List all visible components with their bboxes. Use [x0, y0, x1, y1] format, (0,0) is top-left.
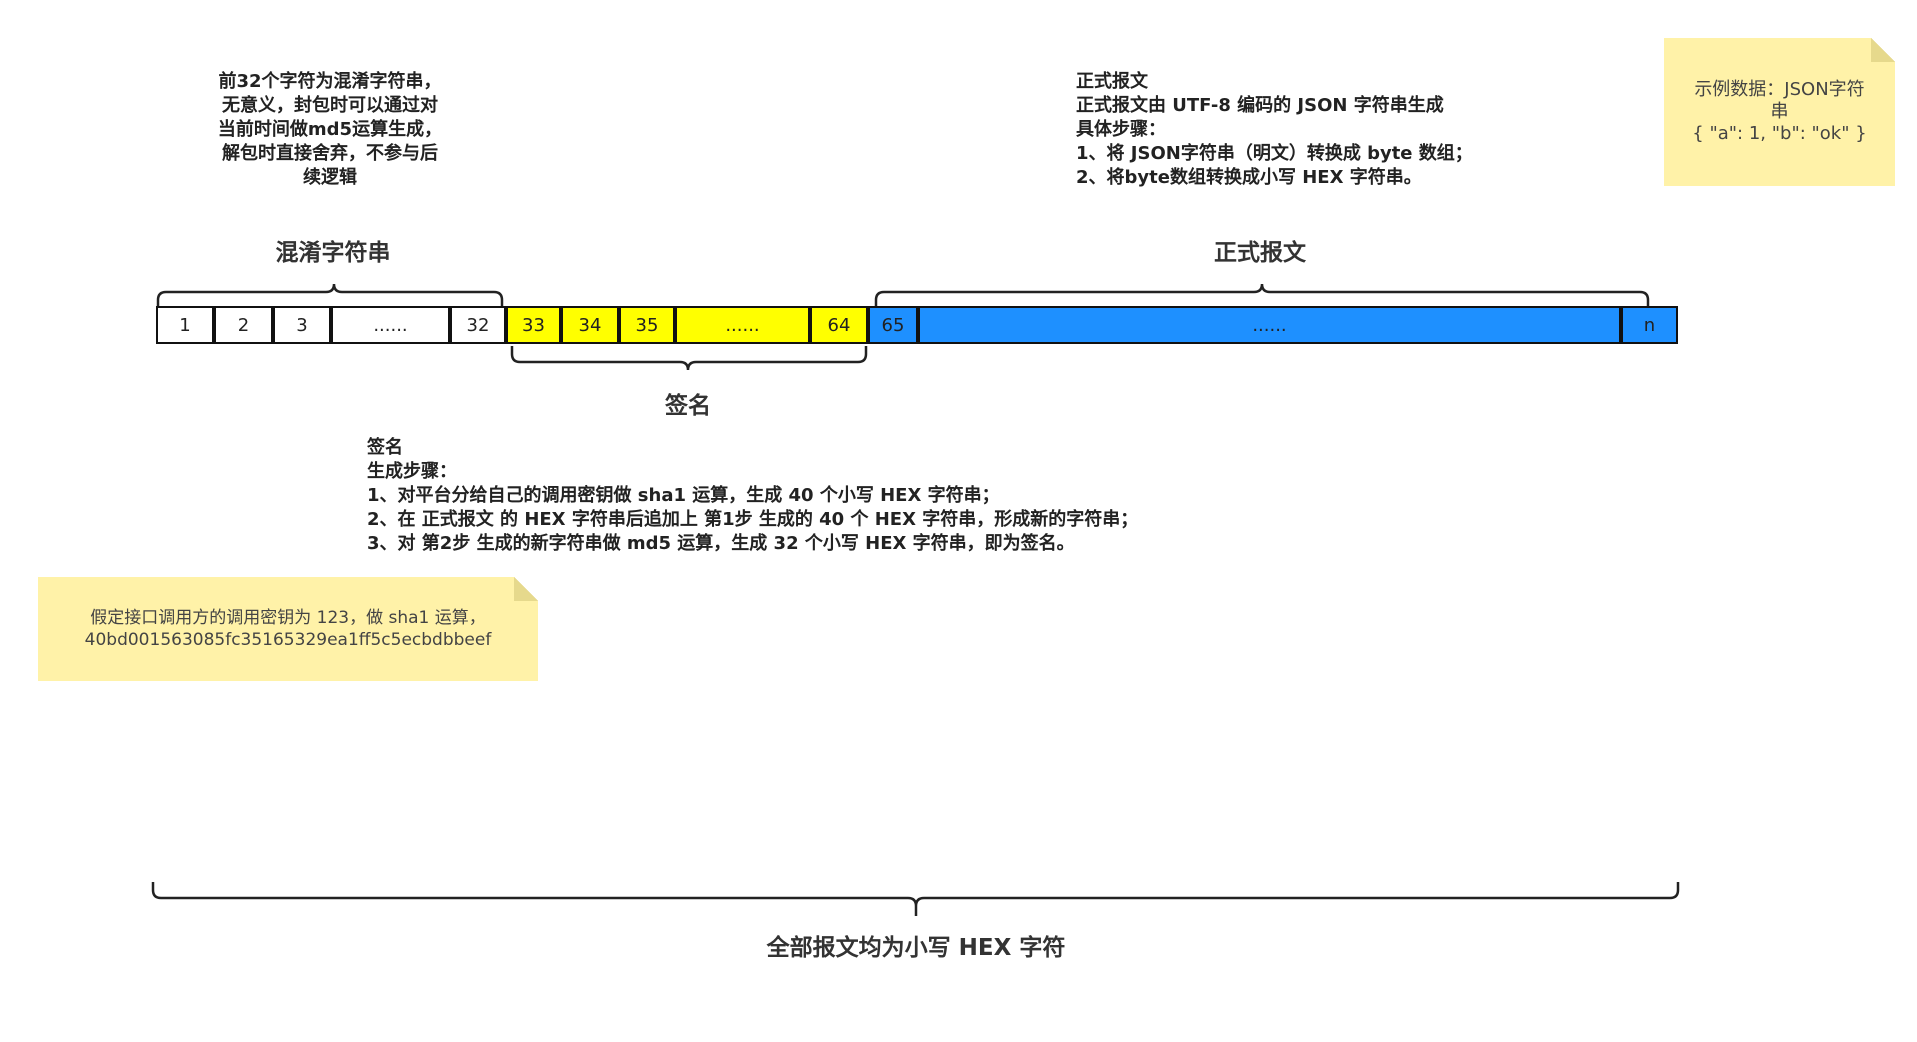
sticky-fold-corner	[1871, 38, 1895, 62]
message-description-line: 正式报文由 UTF-8 编码的 JSON 字符串生成	[1076, 95, 1444, 116]
sample-data-sticky-note: 示例数据：JSON字符 串 { "a": 1, "b": "ok" }	[1664, 38, 1895, 186]
signature-description-title: 签名	[367, 437, 403, 458]
signature-description-line: 2、在 正式报文 的 HEX 字符串后追加上 第1步 生成的 40 个 HEX …	[367, 509, 1139, 530]
signature-description-line: 3、对 第2步 生成的新字符串做 md5 运算，生成 32 个小写 HEX 字符…	[367, 533, 1075, 554]
key-note-line: 假定接口调用方的调用密钥为 123，做 sha1 运算，	[90, 608, 486, 628]
message-description: 正式报文 正式报文由 UTF-8 编码的 JSON 字符串生成 具体步骤： 1、…	[1076, 70, 1516, 190]
message-description-title: 正式报文	[1076, 71, 1148, 92]
message-description-line: 具体步骤：	[1076, 119, 1166, 140]
cell-2: 2	[214, 306, 273, 344]
cell-ellipsis-message: ......	[918, 306, 1621, 344]
cell-1: 1	[156, 306, 214, 344]
cell-3: 3	[273, 306, 331, 344]
sample-data-json: { "a": 1, "b": "ok" }	[1692, 123, 1867, 144]
cell-n: n	[1621, 306, 1678, 344]
cell-64: 64	[810, 306, 868, 344]
cell-33: 33	[506, 306, 561, 344]
message-brace	[874, 283, 1650, 308]
obfuscation-description: 前32个字符为混淆字符串， 无意义，封包时可以通过对 当前时间做md5运算生成，…	[217, 71, 443, 188]
signature-description-line: 1、对平台分给自己的调用密钥做 sha1 运算，生成 40 个小写 HEX 字符…	[367, 485, 1000, 506]
sample-data-line: 示例数据：JSON字符	[1694, 79, 1865, 100]
signature-label: 签名	[665, 393, 711, 419]
key-note-hash: 40bd001563085fc35165329ea1ff5c5ecbdbbeef	[84, 630, 492, 650]
sticky-fold-corner	[514, 577, 538, 601]
signature-description-line: 生成步骤：	[367, 461, 457, 482]
cell-32: 32	[450, 306, 506, 344]
signature-description: 签名 生成步骤： 1、对平台分给自己的调用密钥做 sha1 运算，生成 40 个…	[367, 436, 1267, 556]
all-brace	[151, 882, 1680, 916]
cell-34: 34	[561, 306, 619, 344]
signature-brace	[510, 346, 868, 371]
cell-ellipsis-obfuscation: ......	[331, 306, 450, 344]
message-label: 正式报文	[1214, 240, 1306, 266]
message-description-line: 1、将 JSON字符串（明文）转换成 byte 数组；	[1076, 143, 1473, 164]
sample-data-line: 串	[1770, 101, 1789, 122]
message-description-line: 2、将byte数组转换成小写 HEX 字符串。	[1076, 167, 1422, 188]
cell-ellipsis-signature: ......	[675, 306, 810, 344]
key-sticky-note: 假定接口调用方的调用密钥为 123，做 sha1 运算， 40bd0015630…	[38, 577, 538, 681]
cell-35: 35	[619, 306, 675, 344]
cell-65: 65	[868, 306, 918, 344]
obfuscation-brace	[156, 283, 504, 308]
all-hex-label: 全部报文均为小写 HEX 字符	[766, 935, 1066, 961]
obfuscation-label: 混淆字符串	[275, 240, 391, 266]
